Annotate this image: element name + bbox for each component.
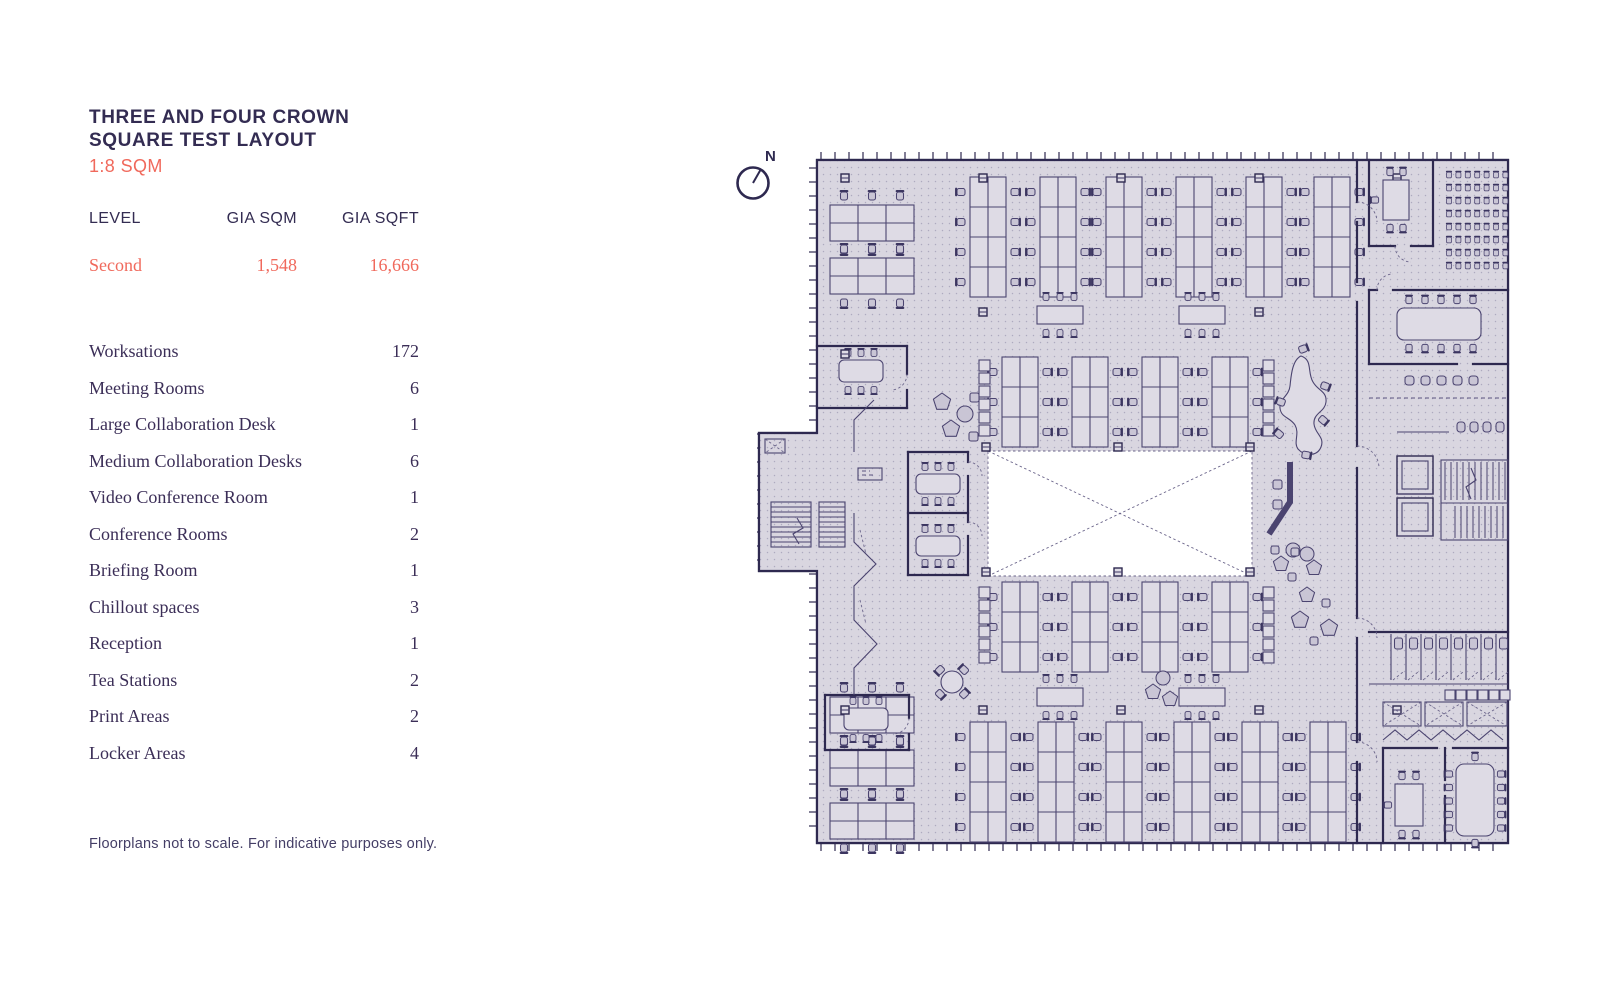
inventory-row: Large Collaboration Desk 1 (89, 406, 419, 443)
inventory-label: Tea Stations (89, 669, 178, 690)
north-label: N (765, 148, 776, 165)
inventory-count: 172 (392, 341, 419, 362)
info-panel: THREE AND FOUR CROWN SQUARE TEST LAYOUT … (89, 106, 419, 771)
inventory-label: Worksations (89, 341, 179, 362)
inventory-count: 6 (410, 377, 419, 398)
inventory-count: 2 (410, 523, 419, 544)
inventory-row: Briefing Room 1 (89, 552, 419, 589)
inventory-row: Tea Stations 2 (89, 662, 419, 699)
floorplan-drawing (751, 152, 1511, 854)
inventory-row: Meeting Rooms 6 (89, 370, 419, 407)
header-gia-sqft: GIA SQFT (342, 210, 419, 228)
inventory-row: Print Areas 2 (89, 698, 419, 735)
inventory-row: Worksations 172 (89, 333, 419, 370)
inventory-label: Large Collaboration Desk (89, 414, 276, 435)
inventory-row: Video Conference Room 1 (89, 479, 419, 516)
inventory-count: 2 (410, 669, 419, 690)
inventory-count: 1 (410, 414, 419, 435)
inventory-label: Video Conference Room (89, 487, 268, 508)
page-title: THREE AND FOUR CROWN SQUARE TEST LAYOUT (89, 107, 350, 152)
compass-circle (736, 166, 770, 200)
summary-table-row: Second 1,548 16,666 (89, 255, 419, 276)
summary-table-header: LEVEL GIA SQM GIA SQFT (89, 210, 419, 228)
scale-note: 1:8 SQM (89, 156, 163, 177)
inventory-label: Briefing Room (89, 560, 198, 581)
floorplan (751, 150, 1513, 854)
inventory-row: Medium Collaboration Desks 6 (89, 443, 419, 480)
inventory-count: 3 (410, 596, 419, 617)
inventory-row: Chillout spaces 3 (89, 589, 419, 626)
inventory-label: Medium Collaboration Desks (89, 450, 302, 471)
floorplan-layers (751, 152, 1511, 854)
inventory-row: Conference Rooms 2 (89, 516, 419, 553)
header-level: LEVEL (89, 210, 141, 228)
north-compass: N (736, 148, 776, 200)
level-value: Second (89, 255, 142, 276)
inventory-count: 1 (410, 560, 419, 581)
gia-sqm-value: 1,548 (256, 255, 298, 276)
inventory-label: Conference Rooms (89, 523, 228, 544)
inventory-count: 1 (410, 633, 419, 654)
inventory-row: Locker Areas 4 (89, 735, 419, 772)
inventory-count: 6 (410, 450, 419, 471)
gia-sqft-value: 16,666 (369, 255, 420, 276)
inventory-label: Reception (89, 633, 162, 654)
inventory-count: 4 (410, 742, 419, 763)
inventory-row: Reception 1 (89, 625, 419, 662)
inventory-label: Meeting Rooms (89, 377, 205, 398)
disclaimer: Floorplans not to scale. For indicative … (89, 836, 438, 852)
inventory-label: Chillout spaces (89, 596, 200, 617)
inventory-label: Locker Areas (89, 742, 186, 763)
inventory-count: 2 (410, 706, 419, 727)
inventory-label: Print Areas (89, 706, 170, 727)
compass-needle (752, 168, 762, 184)
inventory-count: 1 (410, 487, 419, 508)
header-gia-sqm: GIA SQM (226, 210, 297, 228)
